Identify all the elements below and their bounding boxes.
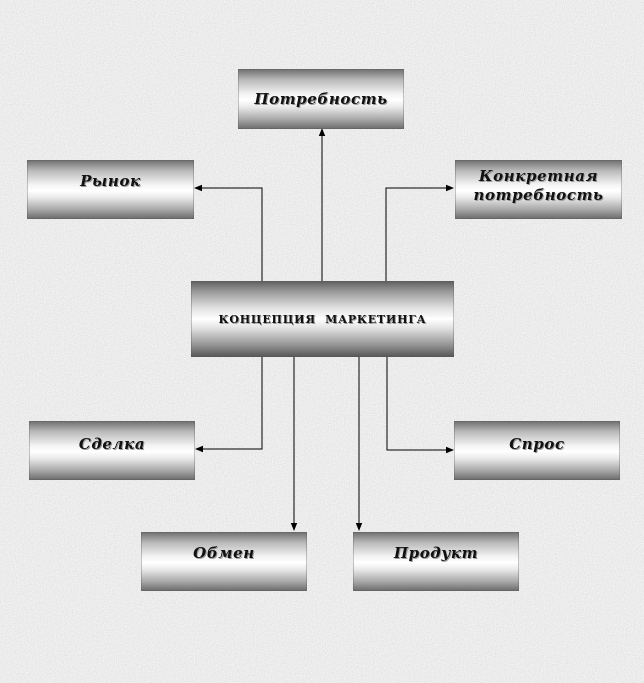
node-marketing-concept-label: КОНЦЕПЦИЯ МАРКЕТИНГА xyxy=(218,312,427,326)
node-specific-need-label: Конкретная потребность xyxy=(473,166,604,204)
node-need-label: Потребность xyxy=(254,89,388,108)
node-demand-label: Спрос xyxy=(509,435,565,453)
node-deal-label: Сделка xyxy=(78,435,146,453)
node-demand: Спрос xyxy=(454,421,620,480)
node-need: Потребность xyxy=(238,69,404,129)
node-marketing-concept: КОНЦЕПЦИЯ МАРКЕТИНГА xyxy=(191,281,454,357)
node-specific-need: Конкретная потребность xyxy=(455,160,622,219)
node-exchange-label: Обмен xyxy=(193,544,255,562)
node-market: Рынок xyxy=(27,160,194,219)
node-deal: Сделка xyxy=(29,421,195,480)
node-product-label: Продукт xyxy=(393,544,479,562)
node-market-label: Рынок xyxy=(80,172,141,190)
node-exchange: Обмен xyxy=(141,532,307,591)
node-product: Продукт xyxy=(353,532,519,591)
